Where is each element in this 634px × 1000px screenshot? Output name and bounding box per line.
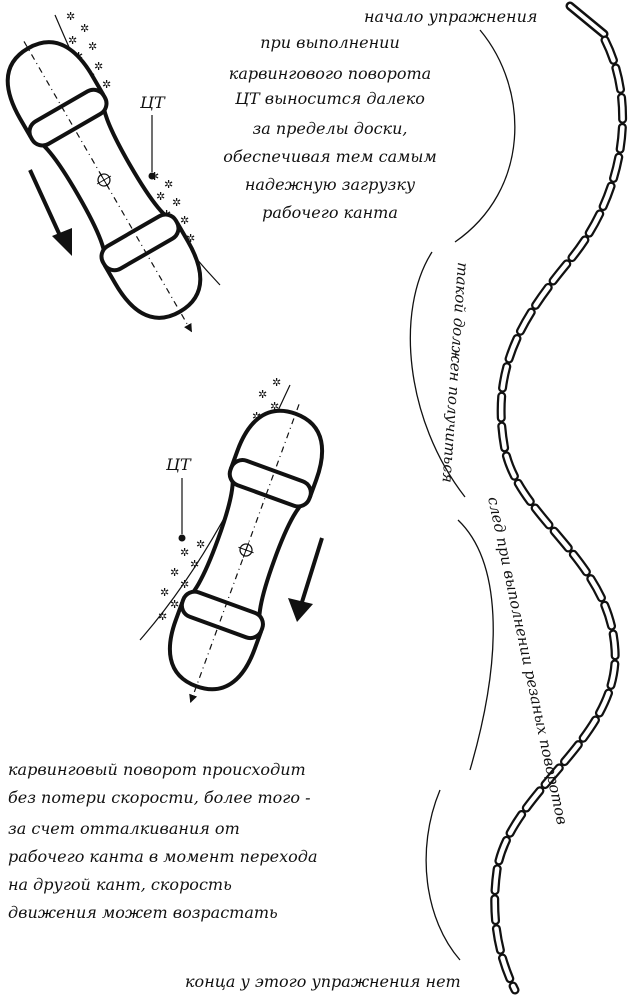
- track-trace: [490, 1, 627, 995]
- note-bottom-line-2: без потери скорости, более того -: [8, 788, 311, 807]
- note-bottom: карвинговый поворот происходит без потер…: [8, 760, 317, 922]
- cg-dot-top: [148, 172, 156, 180]
- cg-dot-bottom: [178, 534, 186, 542]
- guide-arc-1: [454, 29, 516, 243]
- svg-text:✲: ✲: [164, 179, 173, 191]
- svg-text:✲: ✲: [170, 599, 179, 611]
- svg-text:✲: ✲: [158, 611, 167, 623]
- guide-arc-4: [425, 789, 461, 961]
- snowboard-bottom: ✲✲ ✲✲ ✲✲ ✲✲ ✲✲ ✲✲ ✲✲ ✲✲ ЦТ: [139, 377, 325, 704]
- crosshair-icon: [238, 542, 254, 558]
- svg-text:✲: ✲: [88, 41, 97, 53]
- arrowhead-bottom-icon: [288, 598, 313, 622]
- note-top-line-5: обеспечивая тем самым: [223, 147, 436, 166]
- note-top-line-2: карвингового поворота: [229, 64, 431, 83]
- track-dashed-path: [490, 35, 627, 995]
- track-label-lower: след при выполнении резаных поворотов: [484, 495, 571, 826]
- note-bottom-line-6: движения может возрастать: [8, 903, 278, 922]
- svg-text:✲: ✲: [180, 579, 189, 591]
- svg-text:✲: ✲: [170, 567, 179, 579]
- svg-text:✲: ✲: [272, 377, 281, 389]
- svg-text:✲: ✲: [80, 23, 89, 35]
- svg-text:✲: ✲: [196, 539, 205, 551]
- svg-text:✲: ✲: [190, 559, 199, 571]
- svg-text:✲: ✲: [270, 401, 279, 413]
- note-top-line-4: за пределы доски,: [253, 119, 408, 138]
- svg-text:✲: ✲: [156, 191, 165, 203]
- direction-arrow-top: [28, 169, 64, 241]
- guide-arc-3: [457, 519, 494, 771]
- svg-text:✲: ✲: [68, 35, 77, 47]
- svg-text:✲: ✲: [160, 587, 169, 599]
- note-bottom-line-4: рабочего канта в момент перехода: [8, 847, 317, 866]
- crosshair-icon: [96, 172, 112, 188]
- note-bottom-line-3: за счет отталкивания от: [8, 819, 240, 838]
- note-bottom-line-5: на другой кант, скорость: [8, 875, 232, 894]
- svg-text:✲: ✲: [66, 11, 75, 23]
- svg-text:✲: ✲: [252, 411, 261, 423]
- note-top-line-6: надежную загрузку: [245, 175, 416, 194]
- snowboard-top: ✲✲ ✲✲ ✲✲ ✲✲ ✲✲ ✲✲ ✲✲ ✲✲ ЦТ: [5, 11, 221, 333]
- direction-arrow-bottom: [300, 537, 324, 603]
- svg-text:✲: ✲: [94, 61, 103, 73]
- note-top-line-7: рабочего канта: [262, 203, 398, 222]
- track-label-upper: такой должен получиться: [439, 262, 472, 484]
- svg-text:✲: ✲: [186, 233, 195, 245]
- cg-label-bottom: ЦТ: [165, 455, 192, 474]
- cg-label-top: ЦТ: [139, 93, 166, 112]
- svg-text:✲: ✲: [258, 389, 267, 401]
- note-bottom-line-1: карвинговый поворот происходит: [8, 760, 306, 779]
- svg-text:✲: ✲: [102, 79, 111, 91]
- guide-arc-2: [409, 251, 466, 498]
- arrowhead-top-icon: [52, 228, 72, 256]
- note-top-line-1: при выполнении: [260, 33, 400, 52]
- svg-text:✲: ✲: [180, 215, 189, 227]
- svg-text:✲: ✲: [172, 197, 181, 209]
- note-top: при выполнении карвингового поворота ЦТ …: [223, 33, 436, 222]
- note-top-line-3: ЦТ выносится далеко: [234, 89, 425, 108]
- end-label: конца у этого упражнения нет: [185, 972, 461, 991]
- start-label: начало упражнения: [364, 7, 537, 26]
- svg-text:✲: ✲: [180, 547, 189, 559]
